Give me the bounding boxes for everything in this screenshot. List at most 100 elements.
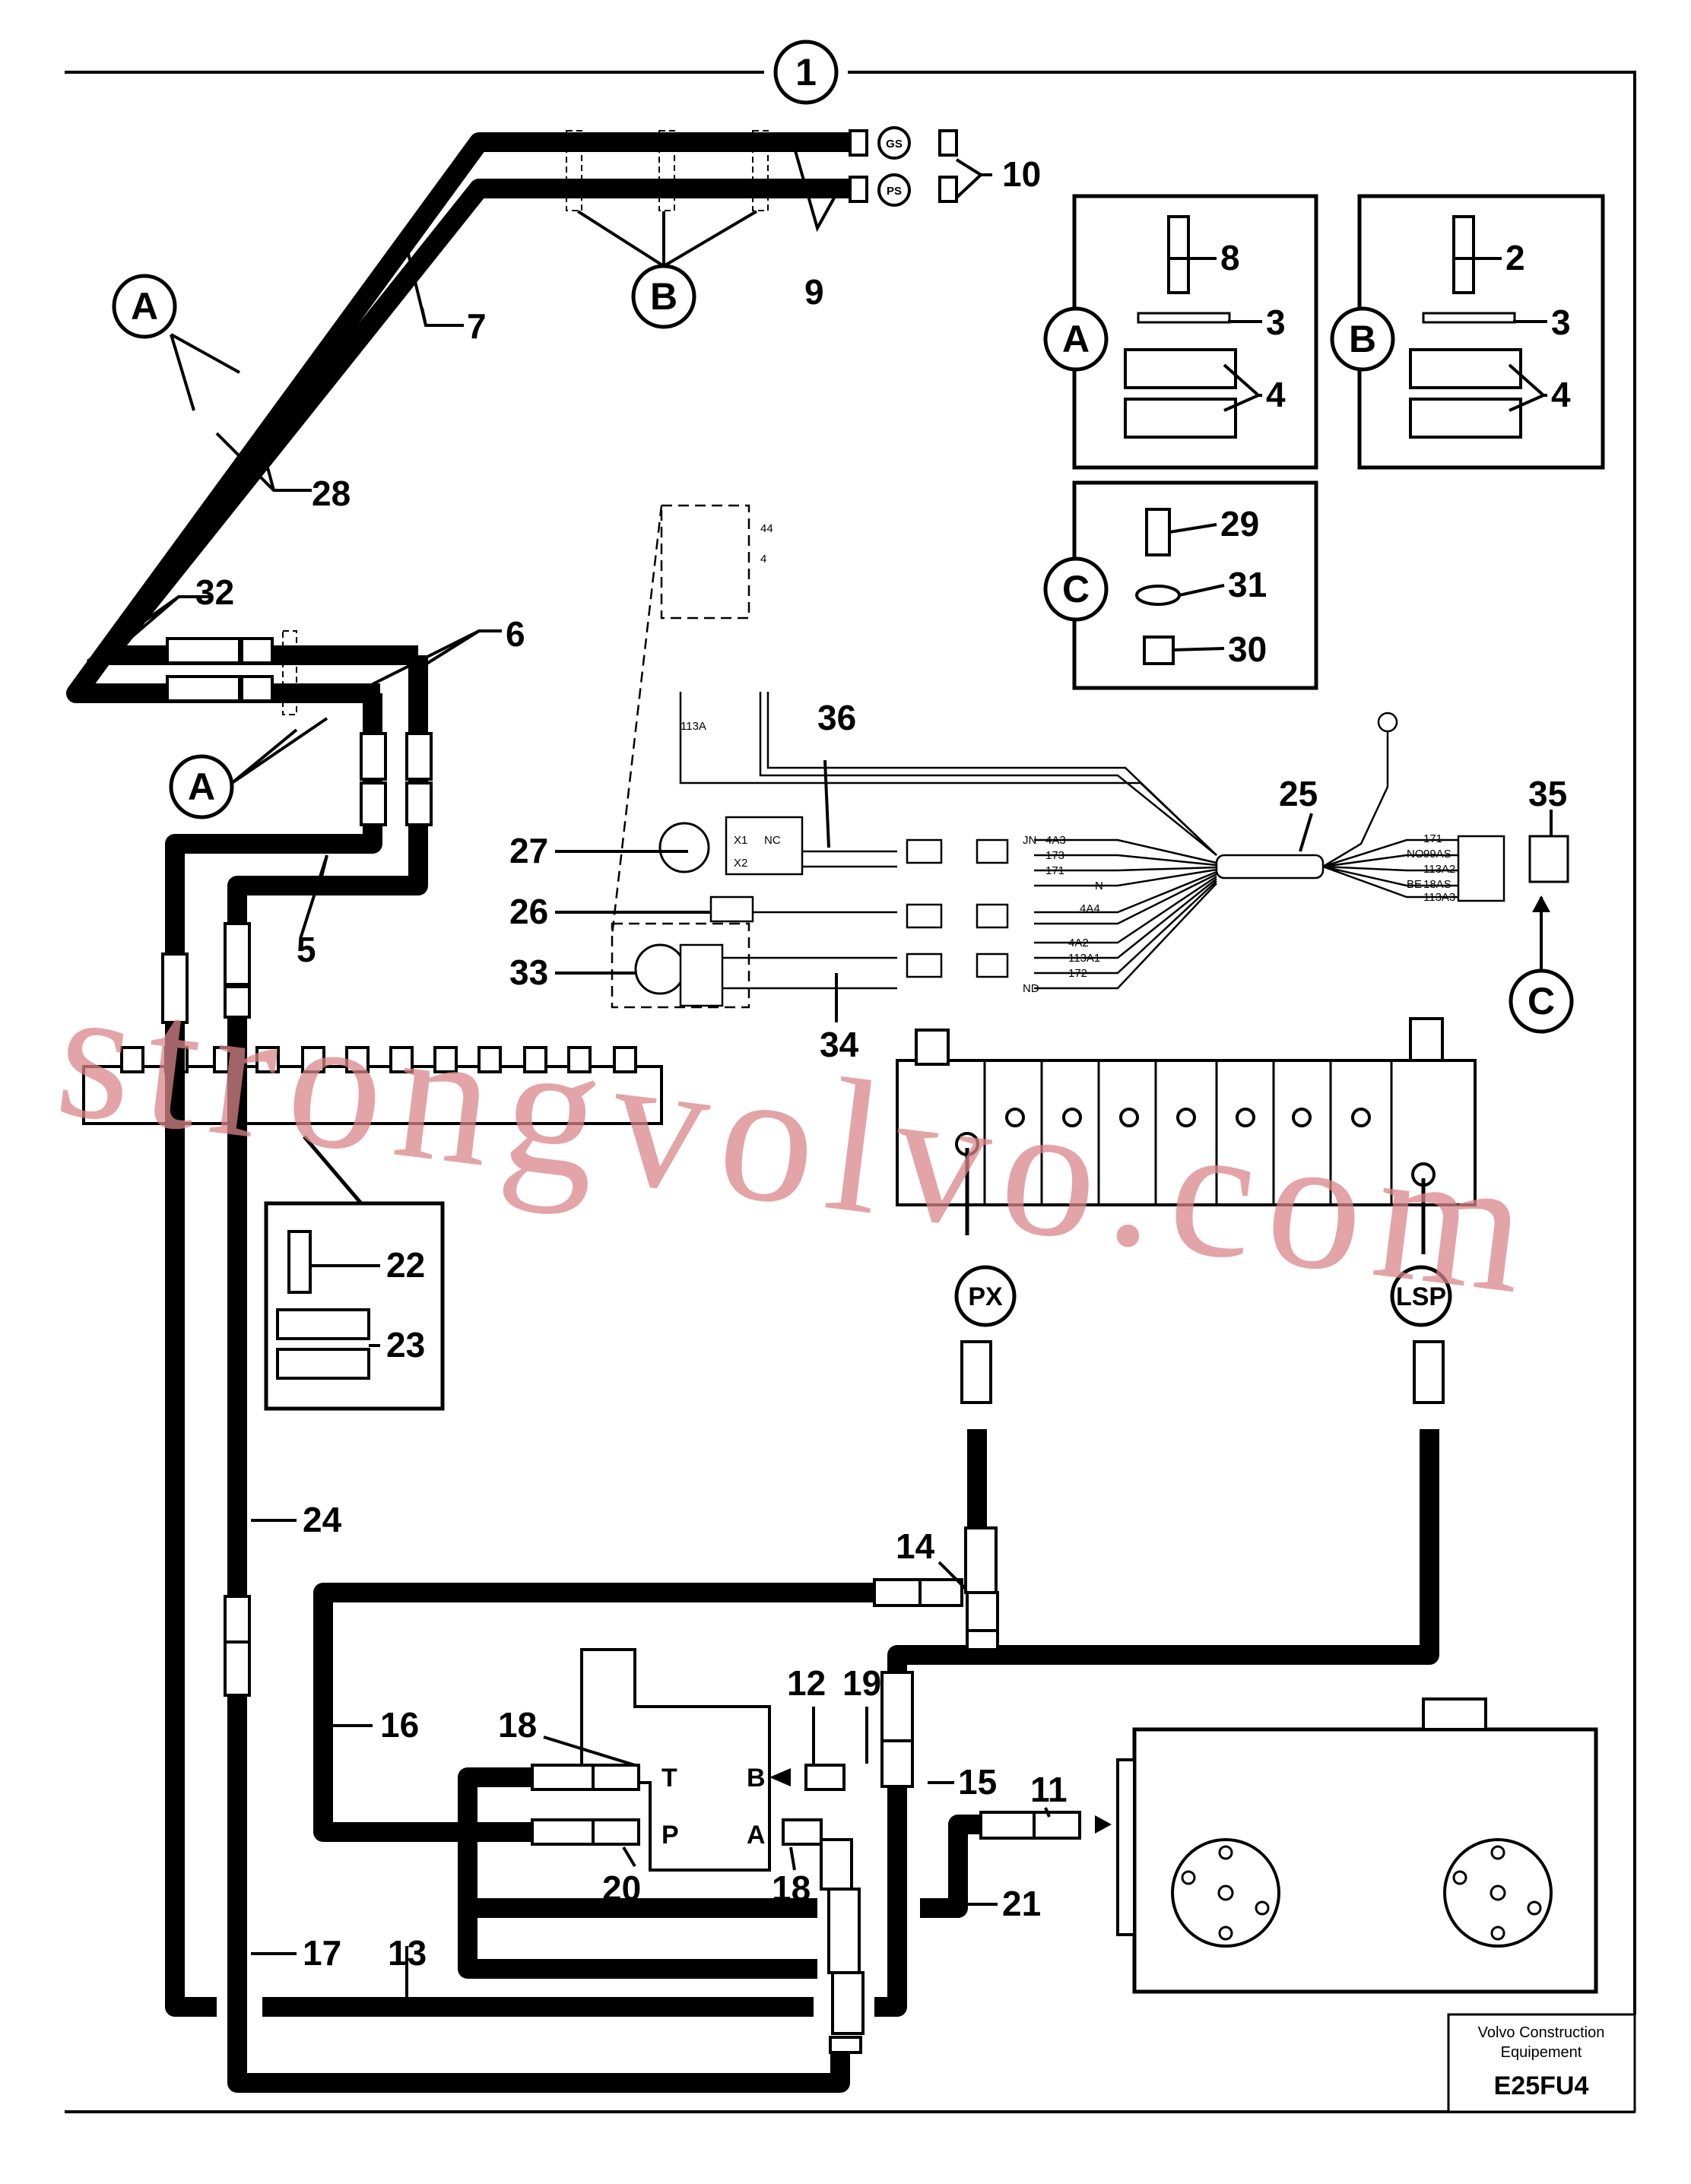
port-p-label: P bbox=[661, 1821, 679, 1850]
detail-box-a bbox=[1072, 194, 1318, 470]
callout-26: 26 bbox=[509, 892, 548, 931]
callout-18-upper: 18 bbox=[498, 1705, 537, 1745]
callout-numbers: 10 9 7 28 32 6 5 8 3 4 2 3 4 29 31 30 36… bbox=[195, 154, 1571, 1973]
detail-box-c bbox=[1072, 480, 1318, 690]
callout-8: 8 bbox=[1220, 238, 1240, 277]
wire-code-99as: 99AS bbox=[1423, 848, 1451, 861]
wiring-harness bbox=[611, 504, 1569, 1009]
detail-box-22-23 bbox=[264, 1135, 445, 1411]
wire-tag-nd: ND bbox=[1023, 982, 1039, 995]
callout-35: 35 bbox=[1528, 774, 1567, 813]
callout-6: 6 bbox=[506, 614, 525, 654]
callout-12: 12 bbox=[787, 1663, 826, 1703]
wire-code-4a2: 4A2 bbox=[1068, 937, 1089, 949]
wire-code-18as: 18AS bbox=[1423, 878, 1451, 891]
wire-code-171-b: 171 bbox=[1423, 832, 1442, 845]
detail-c-ref-marker bbox=[1509, 968, 1574, 1034]
page-label: 1 bbox=[795, 51, 817, 94]
callout-18-lower: 18 bbox=[772, 1869, 811, 1908]
callout-36: 36 bbox=[817, 698, 856, 737]
pump-supply bbox=[920, 1811, 1112, 1918]
callout-19: 19 bbox=[842, 1663, 881, 1703]
wire-code-4a4: 4A4 bbox=[1080, 902, 1100, 915]
callout-23: 23 bbox=[386, 1325, 425, 1365]
ps-port-circle bbox=[877, 173, 911, 207]
marker-b-letter: B bbox=[650, 275, 677, 318]
callout-17: 17 bbox=[303, 1933, 341, 1973]
port-lsp-label: LSP bbox=[1396, 1282, 1446, 1311]
callout-4-a: 4 bbox=[1266, 375, 1286, 414]
port-b-label: B bbox=[747, 1764, 766, 1793]
wire-code-labels: 4A3 173 171 4A4 4A2 113A1 172 171 99AS 1… bbox=[681, 522, 1455, 995]
wire-code-171: 171 bbox=[1045, 864, 1064, 877]
lsp-port-circle bbox=[1390, 1265, 1452, 1327]
wire-tag-n: N bbox=[1095, 880, 1103, 892]
marker-a-lower bbox=[169, 754, 234, 819]
marker-a-upper bbox=[112, 274, 177, 339]
wire-code-173: 173 bbox=[1045, 849, 1064, 862]
leader-lines bbox=[86, 147, 1553, 2007]
detail-b-marker bbox=[1330, 306, 1395, 372]
callout-28: 28 bbox=[312, 474, 351, 513]
footer-code: E25FU4 bbox=[1494, 2071, 1589, 2100]
px-port-circle bbox=[954, 1265, 1017, 1327]
marker-a-lower-letter: A bbox=[188, 766, 215, 808]
wire-code-113a1: 113A1 bbox=[1068, 952, 1100, 965]
wire-code-113a2: 113A2 bbox=[1423, 863, 1455, 876]
port-px-label: PX bbox=[968, 1282, 1003, 1311]
wire-code-4: 4 bbox=[760, 553, 766, 566]
callout-16: 16 bbox=[380, 1705, 419, 1745]
page-label-circle bbox=[773, 40, 839, 105]
tee-14-and-hose-16 bbox=[313, 1526, 999, 1842]
callout-10: 10 bbox=[1002, 154, 1041, 194]
callout-30: 30 bbox=[1228, 629, 1267, 669]
gs-port-circle bbox=[877, 126, 911, 160]
port-gs-label: GS bbox=[886, 138, 903, 151]
callout-13: 13 bbox=[388, 1933, 427, 1973]
wire-code-113a: 113A bbox=[681, 720, 706, 733]
wire-code-113a3: 113A3 bbox=[1423, 891, 1455, 904]
wire-tag-be: BE bbox=[1407, 878, 1422, 891]
wire-tag-jn: JN bbox=[1023, 834, 1036, 847]
wire-code-4a3: 4A3 bbox=[1045, 834, 1066, 847]
detail-box-b bbox=[1357, 194, 1605, 470]
callout-14: 14 bbox=[896, 1526, 935, 1566]
control-valve-block bbox=[896, 1017, 1477, 1206]
callout-9: 9 bbox=[804, 272, 824, 312]
port-a-label: A bbox=[747, 1821, 766, 1850]
detail-a-letter: A bbox=[1062, 318, 1090, 360]
wire-tag-x2: X2 bbox=[734, 857, 747, 870]
callout-24: 24 bbox=[303, 1500, 342, 1539]
port-t-label: T bbox=[661, 1764, 677, 1793]
callout-20: 20 bbox=[602, 1869, 641, 1908]
port-ps-label: PS bbox=[887, 185, 902, 198]
callout-2: 2 bbox=[1505, 238, 1525, 277]
detail-c-ref-letter: C bbox=[1528, 980, 1555, 1022]
callout-3-a: 3 bbox=[1266, 303, 1286, 342]
callout-22: 22 bbox=[386, 1245, 425, 1285]
frame: 1 bbox=[65, 40, 1636, 2113]
callout-32: 32 bbox=[195, 572, 234, 612]
callout-27: 27 bbox=[509, 831, 548, 870]
pump-unit bbox=[1116, 1697, 1598, 1994]
callout-31: 31 bbox=[1228, 565, 1267, 604]
wire-tag-no: NO bbox=[1407, 848, 1424, 861]
marker-a-upper-letter: A bbox=[131, 285, 158, 328]
callout-4-b: 4 bbox=[1551, 375, 1571, 414]
wire-code-44: 44 bbox=[760, 522, 773, 535]
detail-c-letter: C bbox=[1062, 568, 1090, 610]
wire-code-172: 172 bbox=[1068, 967, 1087, 980]
callout-3-b: 3 bbox=[1551, 303, 1571, 342]
main-hoses bbox=[161, 655, 850, 2093]
callout-25: 25 bbox=[1279, 774, 1318, 813]
detail-b-letter: B bbox=[1349, 318, 1376, 360]
title-block bbox=[1447, 2013, 1636, 2113]
detail-a-marker bbox=[1043, 306, 1109, 372]
priority-valve bbox=[458, 1648, 914, 2054]
callout-21: 21 bbox=[1002, 1884, 1041, 1923]
pilot-lines bbox=[887, 1148, 1445, 1680]
upper-hoses bbox=[66, 129, 958, 715]
callout-7: 7 bbox=[467, 306, 487, 346]
